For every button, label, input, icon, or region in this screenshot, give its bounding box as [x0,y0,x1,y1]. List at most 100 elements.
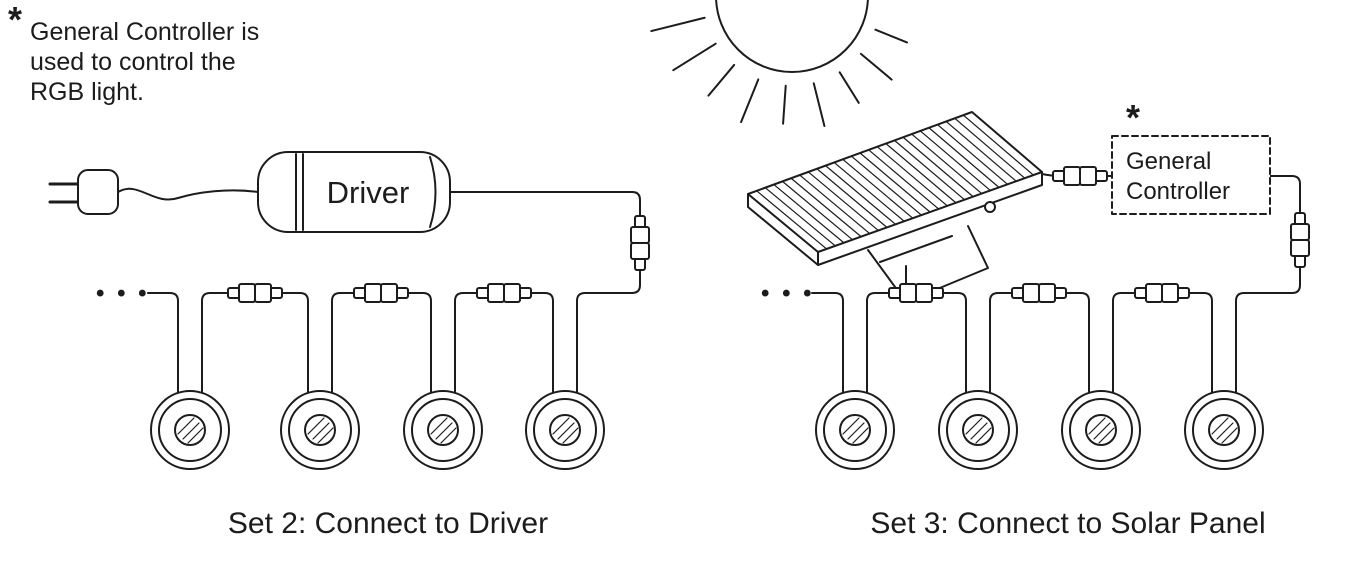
panel-bolt [984,201,996,213]
lens-hatch [552,417,570,435]
lens-hatch [187,427,204,444]
lamp-inner-ring [1192,398,1256,462]
connector-nut [380,283,398,303]
panel-hatch-line [885,142,957,204]
inline-connector [1052,166,1108,186]
connector-nut [915,283,933,303]
panel-hatch-line [816,168,888,228]
lamp-outer-ring [1061,390,1141,470]
lamp-lens [1208,414,1240,446]
lamp-lens [1085,414,1117,446]
lens-hatch [430,417,448,435]
sun-ray [812,82,826,128]
panel-hatch-line [842,158,914,219]
lamp-outer-ring [1184,390,1264,470]
panel-hatch-line [850,155,922,216]
inline-connector [1290,212,1310,268]
lens-hatch [847,422,865,440]
panel-hatch-line [876,146,948,207]
panel-cells [756,114,1034,250]
panel-hatch-line [807,171,879,232]
connector-nut [238,283,256,303]
inline-connector [476,283,532,303]
panel-hatch-line [756,190,828,250]
connector-nut [630,226,650,244]
deck-lights [150,390,1264,470]
footnote-asterisk: * [8,0,22,40]
connector-nut [1079,166,1097,186]
connector-nut [364,283,382,303]
deck-light [280,390,360,470]
lamp-lens [174,414,206,446]
lens-hatch [975,427,992,444]
footnote-line-3: RGB light. [30,78,144,106]
sun-ray [650,16,706,33]
panel-hatch-line [919,130,991,192]
inline-connectors [227,166,1310,303]
ellipsis-dots-right: • • • [761,280,815,307]
inline-connector [1011,283,1067,303]
connector-nut [1022,283,1040,303]
lamp-outer-ring [150,390,230,470]
panel-hatch-line [936,124,1009,185]
lens-hatch [317,427,334,444]
lamp-lens [427,414,459,446]
deck-light [938,390,1018,470]
connector-nut [1145,283,1163,303]
lens-hatch [842,417,860,435]
panel-hatch-line [790,177,862,238]
panel-hatch-line [954,117,1026,179]
lamp-inner-ring [1069,398,1133,462]
caption-set-3: Set 3: Connect to Solar Panel [870,507,1265,540]
sun-ray [672,42,717,72]
wire-path-right [811,292,1245,396]
connector-nut [487,283,505,303]
connector-nut [503,283,521,303]
panel-thickness [747,171,1043,266]
sun-ray [859,52,893,81]
connector-nut [630,242,650,260]
sun-ray [707,63,736,97]
deck-light [403,390,483,470]
panel-hatch-line [859,152,931,213]
inline-connector [1134,283,1190,303]
driver-label: Driver [327,175,410,210]
power-plug [48,169,259,215]
lamp-inner-ring [158,398,222,462]
deck-light [815,390,895,470]
inline-connector [630,215,650,271]
footnote: * General Controller is used to control … [8,0,259,106]
panel-hatch-line [945,120,1017,182]
sun-ray [874,28,908,44]
sun-disc [715,0,869,73]
sun-ray [740,78,760,124]
lens-hatch [177,417,195,435]
panel-hatch-line [781,180,854,241]
connector-nut [899,283,917,303]
controller-outline [1111,135,1271,215]
lamp-inner-ring [823,398,887,462]
connector-nut [1290,223,1310,241]
deck-light [1184,390,1264,470]
controller-label-line-1: General [1126,148,1211,175]
inline-connector [227,283,283,303]
lens-hatch [965,417,983,435]
panel-hatch-line [799,174,871,235]
panel-hatch-line [868,149,940,210]
lens-hatch [557,422,575,440]
lamp-outer-ring [403,390,483,470]
driver-box: Driver [257,151,451,233]
caption-set-2: Set 2: Connect to Driver [228,507,548,540]
panel-hatch-line [824,165,897,225]
lens-hatch [1088,417,1106,435]
lamp-lens [549,414,581,446]
footnote-line-2: used to control the [30,48,236,76]
lamp-lens [962,414,994,446]
deck-light [525,390,605,470]
panel-hatch-line [962,114,1034,176]
lens-hatch [312,422,330,440]
lens-hatch [562,427,579,444]
deck-light [150,390,230,470]
panel-hatch-line [928,127,1000,188]
